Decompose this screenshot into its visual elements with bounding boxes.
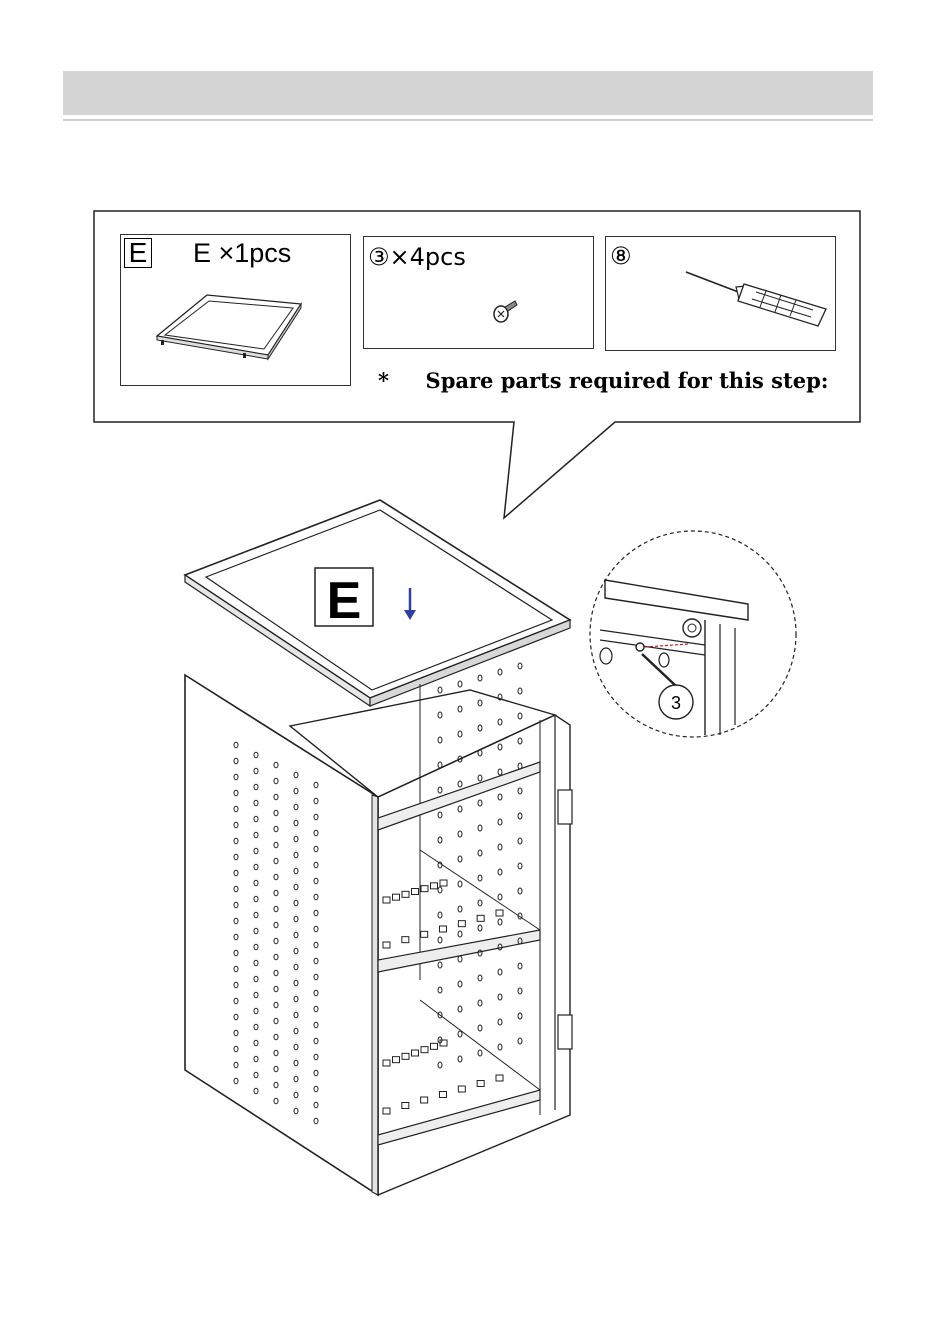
hinge-bottom [558,1015,572,1049]
hinge-top [558,790,572,824]
detail-callout-number: 3 [671,693,681,713]
detail-magnifier [590,531,796,737]
panel-e-label: E [327,572,362,630]
top-panel-e [185,500,570,706]
